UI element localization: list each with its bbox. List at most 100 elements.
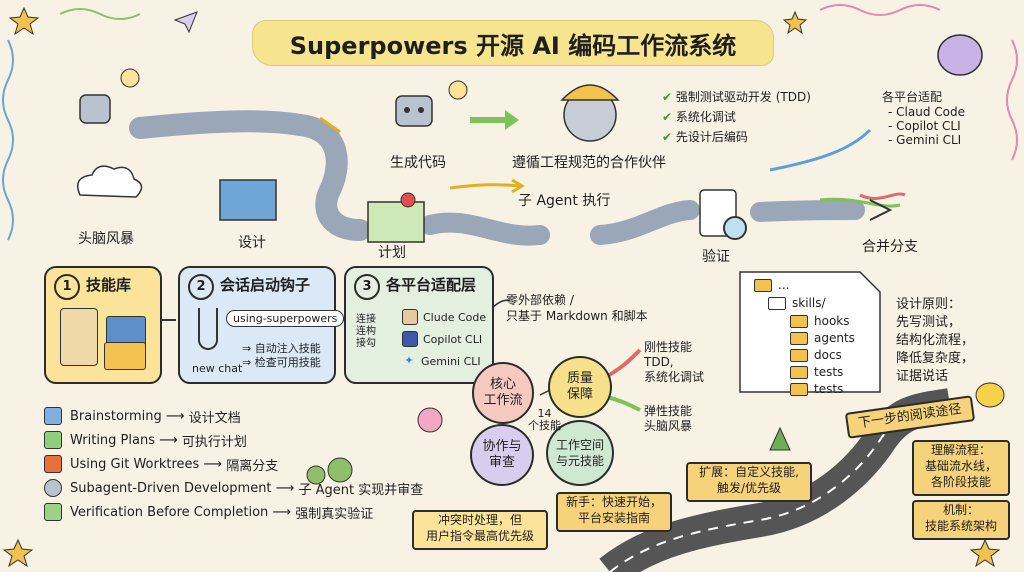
flow-verify-label: 验证 [702,249,730,265]
robot-icon [44,479,62,497]
tree-node-label: agents [814,331,855,345]
workflow-item: Verification Before Completion ⟶ 强制真实验证 [44,500,423,524]
hook-check-skills: ⇒ 检查可用技能 [242,356,321,369]
flow-brainstorm-label: 头脑风暴 [78,231,134,247]
git-icon [44,455,62,473]
platform-item: - Copilot CLI [888,119,961,133]
adapter-label: Gemini CLI [421,354,481,368]
workflow-item: Writing Plans ⟶ 可执行计划 [44,428,423,452]
check-text: 先设计后编码 [675,130,748,144]
folder-icon [104,342,146,370]
panel-title: 各平台适配层 [386,276,477,294]
tree-node: agents [790,331,855,348]
tree-node: tests [790,365,855,382]
platforms-title: 各平台适配 [882,90,943,104]
panel-skills-library: 1 技能库 [44,266,162,384]
adapter-label: Clude Code [423,310,487,324]
check-item: ✔ 强制测试驱动开发 (TDD) [662,90,811,104]
tree-node-label: tests [814,365,844,379]
workflow-target: 子 Agent 实现并审查 [298,482,424,498]
check-text: 系统化调试 [675,110,736,124]
panel-number: 3 [354,274,380,300]
flexible-skills: 弹性技能 头脑风暴 [644,404,693,433]
folder-icon [790,366,808,379]
flow-partner-label: 遵循工程规范的合作伙伴 [512,155,666,171]
platform-item: - Gemini CLI [888,133,962,147]
workflow-target: 可执行计划 [181,434,247,450]
checklist-icon [44,503,62,521]
flow-generate-code-label: 生成代码 [390,155,446,171]
connect-label: 连接 连构 接勾 [356,314,376,349]
conflict-note: 冲突时处理，但 用户指令最高优先级 [412,510,548,550]
flow-plan-label: 计划 [378,245,406,261]
panel-number: 2 [188,274,214,300]
flow-design-label: 设计 [238,235,266,251]
folder-icon [790,332,808,345]
hook-auto-inject: ⇒ 自动注入技能 [242,342,321,355]
checks-list: ✔ 强制测试驱动开发 (TDD) ✔ 系统化调试 ✔ 先设计后编码 [662,88,811,148]
tree-node: tests [790,382,855,399]
page-title: Superpowers 开源 AI 编码工作流系统 [252,20,774,66]
adapter-item: Clude Code [402,306,488,328]
document-icon [44,407,62,425]
workflow-list: Brainstorming ⟶ 设计文档 Writing Plans ⟶ 可执行… [44,404,423,524]
folder-icon [790,383,808,396]
workflow-name: Writing Plans [70,432,155,448]
workflow-name: Using Git Worktrees [70,456,200,472]
rigid-skills: 刚性技能 TDD, 系统化调试 [644,340,705,384]
sign-newbie: 新手：快速开始， 平台安装指南 [556,492,672,532]
workflow-item: Subagent-Driven Development ⟶ 子 Agent 实现… [44,476,423,500]
scroll-icon [60,308,98,366]
hub-quality: 质量 保障 [548,356,612,418]
adapter-item: ✦Gemini CLI [402,350,488,372]
hub-core-workflow: 核心 工作流 [472,362,534,424]
tree-node-label: docs [814,348,842,362]
workflow-name: Brainstorming [70,408,162,424]
tree-node: docs [790,348,855,365]
claude-icon [402,309,418,325]
flow-merge-label: 合并分支 [862,239,918,255]
hook-icon [198,308,218,350]
workflow-item: Using Git Worktrees ⟶ 隔离分支 [44,452,423,476]
tree-node: hooks [790,314,855,331]
tree-node-label: tests [814,382,844,396]
platform-item: - Claud Code [888,105,965,119]
workflow-target: 强制真实验证 [295,506,374,522]
panel-title: 技能库 [86,276,132,294]
copilot-icon [402,331,418,347]
check-item: ✔ 先设计后编码 [662,130,748,144]
tree-node-label: hooks [814,314,850,328]
sign-extend: 扩展：自定义技能, 触发/优先级 [686,462,812,502]
panel-platform-adapter: 3 各平台适配层 连接 连构 接勾 Clude Code Copilot CLI … [344,266,494,384]
tree-node: skills/ [768,296,855,314]
adapter-list: Clude Code Copilot CLI ✦Gemini CLI [402,306,488,372]
folder-icon [790,349,808,362]
hub-workspace: 工作空间 与元技能 [546,420,614,486]
hub-collab-review: 协作与 审查 [470,424,534,486]
design-principles: 设计原则： 先写测试， 结构化流程， 降低复杂度， 证据说话 [896,297,975,384]
panel-number: 1 [54,274,80,300]
workflow-name: Subagent-Driven Development [70,480,272,496]
flow-sub-agent-label: 子 Agent 执行 [518,193,611,209]
tree-root: ... [754,278,855,296]
new-chat-label: new chat [192,362,243,375]
workflow-name: Verification Before Completion [70,504,269,520]
adapter-item: Copilot CLI [402,328,488,350]
adapter-label: Copilot CLI [423,332,483,346]
workflow-target: 隔离分支 [226,458,279,474]
folder-icon [790,315,808,328]
hook-tag: using-superpowers [226,310,345,327]
plan-icon [44,431,62,449]
sign-understand-flow: 理解流程： 基础流水线， 各阶段技能 [912,440,1010,496]
folder-icon [754,279,772,292]
sign-mechanism: 机制： 技能系统架构 [912,500,1010,540]
zero-dependency-note: 零外部依赖 / 只基于 Markdown 和脚本 [506,293,648,323]
check-text: 强制测试驱动开发 (TDD) [675,90,811,104]
tree-root-label: ... [778,278,790,292]
folder-icon [768,297,786,310]
workflow-target: 设计文档 [188,410,241,426]
workflow-item: Brainstorming ⟶ 设计文档 [44,404,423,428]
check-item: ✔ 系统化调试 [662,110,736,124]
